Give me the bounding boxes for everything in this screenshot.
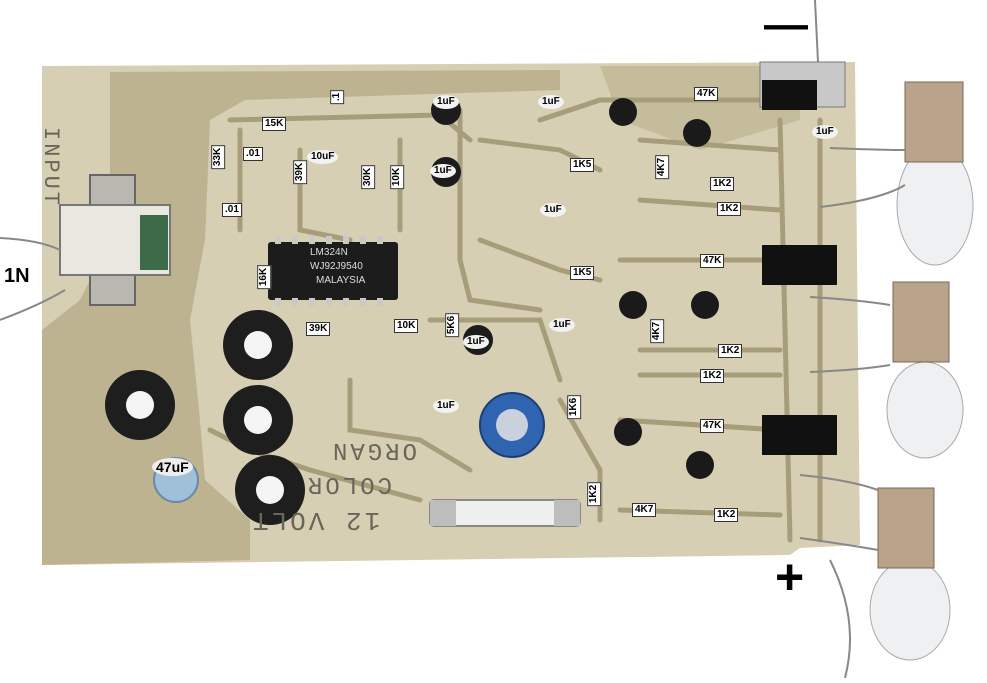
component-label: 47K — [700, 254, 725, 268]
component-label: 1K2 — [718, 344, 743, 358]
component-label: 1uF — [538, 95, 564, 109]
bulb-wires — [799, 147, 906, 551]
silkscreen-color: COLOR — [305, 470, 393, 497]
component-label: 47K — [694, 87, 719, 101]
component-label: 1K2 — [587, 481, 602, 507]
component-label: 1uF — [430, 164, 456, 178]
silkscreen-input: INPUT — [38, 126, 64, 209]
component-label: 1uF — [540, 203, 566, 217]
transformer-winding — [140, 215, 168, 270]
wire-bottom — [829, 559, 851, 679]
component-label: 4K7 — [650, 318, 665, 344]
input-wire-2 — [0, 289, 66, 321]
pcb-ground-right — [600, 66, 800, 150]
component-label: 47K — [700, 419, 725, 433]
component-label: 1uF — [433, 399, 459, 413]
silkscreen-12-volt: 12 VOLT — [250, 505, 381, 535]
component-label: 39K — [293, 159, 308, 185]
component-label: 1K6 — [567, 394, 582, 420]
component-label: .01 — [222, 203, 242, 217]
component-label: 1uF — [812, 125, 838, 139]
component-label: 4K7 — [655, 154, 670, 180]
ic-lm324n-body — [268, 242, 398, 300]
transistors — [609, 98, 719, 479]
power-devices — [759, 61, 846, 455]
component-label: 1K5 — [570, 158, 595, 172]
trimmer-pots — [105, 310, 305, 525]
input-label-1n: 1N — [4, 265, 30, 287]
component-label: 1K5 — [570, 266, 595, 280]
component-label: 10K — [390, 164, 405, 190]
component-label: 10K — [394, 319, 419, 333]
component-label: 1uF — [463, 335, 489, 349]
component-label: 1K2 — [717, 202, 742, 216]
component-label: 1K2 — [700, 369, 725, 383]
ic-text-line3: MALAYSIA — [316, 275, 366, 286]
plus-polarity-label: + — [775, 549, 805, 605]
input-wire-1 — [0, 237, 61, 251]
component-label: 30K — [361, 164, 376, 190]
ic-text-line2: WJ92J9540 — [310, 261, 363, 272]
component-label: .1 — [330, 89, 345, 105]
component-label: 1K2 — [710, 177, 735, 191]
component-label: 4K7 — [632, 503, 657, 517]
pcb-ground-plane — [42, 70, 560, 565]
component-label: 1uF — [433, 95, 459, 109]
component-label: 16K — [257, 264, 272, 290]
component-label: 39K — [306, 322, 331, 336]
light-bulbs — [869, 81, 974, 661]
component-label: 15K — [262, 117, 287, 131]
component-label: 1uF — [549, 318, 575, 332]
component-label: 33K — [211, 144, 226, 170]
component-label: 5K6 — [445, 312, 460, 338]
ic-pins — [275, 236, 383, 306]
component-label: 1K2 — [714, 508, 739, 522]
component-label: .01 — [243, 147, 263, 161]
component-label: 10uF — [307, 150, 339, 164]
ic-text-line1: LM324N — [310, 247, 348, 258]
capacitor-47uf-label: 47uF — [152, 458, 193, 476]
minus-polarity-label: — — [764, 0, 808, 49]
wire-top — [814, 0, 819, 63]
silkscreen-organ: ORGAN — [330, 436, 418, 463]
